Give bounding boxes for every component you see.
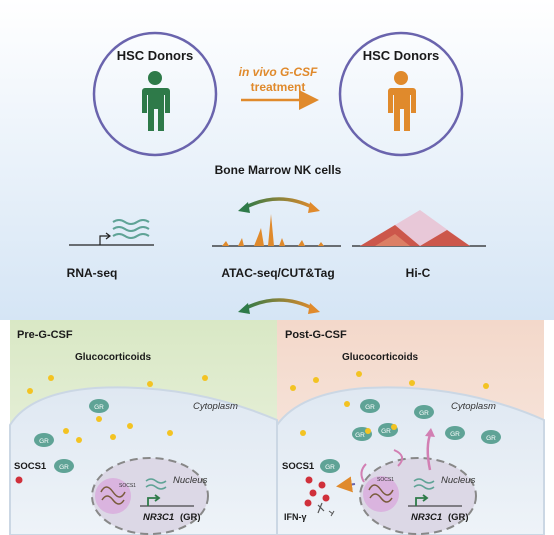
svg-text:GR: GR: [355, 432, 365, 439]
top-panel-background: [0, 0, 554, 320]
pre-chromatin: [95, 478, 131, 514]
double-arrow-top: [238, 197, 320, 213]
pre-cytoplasm-label: Cytoplasm: [193, 401, 238, 412]
hic-icon: [352, 210, 486, 247]
svg-text:GR: GR: [365, 404, 375, 411]
svg-text:SOCS1: SOCS1: [377, 477, 394, 483]
donor-pre-ring: [92, 31, 218, 157]
svg-text:GR: GR: [94, 404, 104, 411]
person-post-icon: [388, 71, 416, 131]
double-arrow-bottom: [238, 298, 320, 314]
pre-panel-title: Pre-G-CSF: [17, 329, 73, 341]
post-cytoplasm-label: Cytoplasm: [451, 401, 496, 412]
pre-nucleus: [91, 457, 209, 535]
post-gr-group: GR GR GR GR GR GR GR: [320, 399, 501, 473]
svg-text:GR: GR: [325, 464, 335, 471]
nk-cells-label: Bone Marrow NK cells: [215, 163, 342, 177]
svg-text:GR: GR: [59, 464, 69, 471]
pre-socs1-label: SOCS1: [14, 461, 47, 472]
svg-text:GR: GR: [450, 431, 460, 438]
post-socs1-label: SOCS1: [282, 461, 315, 472]
donor-post-group: HSC Donors: [338, 31, 464, 157]
donor-post-ring: [338, 31, 464, 157]
post-glucocorticoid-dots-inner: [300, 401, 350, 436]
pre-nr3c1-suffix: (GR): [180, 512, 201, 523]
pre-gr-group: GR GR GR: [34, 399, 109, 473]
post-glucocorticoid-dots: [290, 371, 489, 391]
treatment-label-line1: in vivo G-CSF: [239, 65, 318, 79]
atac-seq-icon: [212, 214, 341, 247]
post-nr3c1-suffix: (GR): [448, 512, 469, 523]
assay-rna-label: RNA-seq: [67, 266, 118, 280]
svg-text:GR: GR: [486, 435, 496, 442]
svg-text:GR: GR: [381, 428, 391, 435]
pre-nucleus-label: Nucleus: [173, 475, 208, 486]
assay-hic-label: Hi-C: [406, 266, 431, 280]
post-nr3c1-label: NR3C1: [411, 512, 442, 523]
post-socs1-dots: [304, 476, 330, 507]
person-pre-icon: [142, 71, 170, 131]
pre-nr3c1-label: NR3C1: [143, 512, 174, 523]
treatment-label-line2: treatment: [251, 80, 306, 94]
svg-text:GR: GR: [419, 410, 429, 417]
post-chromatin: [363, 476, 399, 512]
post-cell-group: Glucocorticoids Cytoplasm GR GR GR GR GR…: [276, 352, 545, 535]
pre-glucocorticoid-dots-inner: [63, 416, 173, 443]
post-panel-title: Post-G-CSF: [285, 329, 347, 341]
pre-socs1-dot: [15, 476, 23, 484]
pre-cell-group: Glucocorticoids Cytoplasm GR GR GR SOCS1: [9, 352, 278, 535]
post-glucocorticoids-label: Glucocorticoids: [342, 352, 419, 363]
svg-text:GR: GR: [39, 438, 49, 445]
donor-pre-group: HSC Donors: [92, 31, 218, 157]
ifn-gamma-label: IFN-γ: [284, 512, 307, 522]
assay-atac-label: ATAC-seq/CUT&Tag: [221, 266, 334, 280]
pre-glucocorticoids-label: Glucocorticoids: [75, 352, 152, 363]
post-nucleus: [359, 457, 477, 535]
svg-text:SOCS1: SOCS1: [119, 483, 136, 489]
donor-post-label: HSC Donors: [363, 48, 440, 63]
donor-pre-label: HSC Donors: [117, 48, 194, 63]
post-nucleus-label: Nucleus: [441, 475, 476, 486]
rna-seq-icon: [69, 219, 154, 246]
